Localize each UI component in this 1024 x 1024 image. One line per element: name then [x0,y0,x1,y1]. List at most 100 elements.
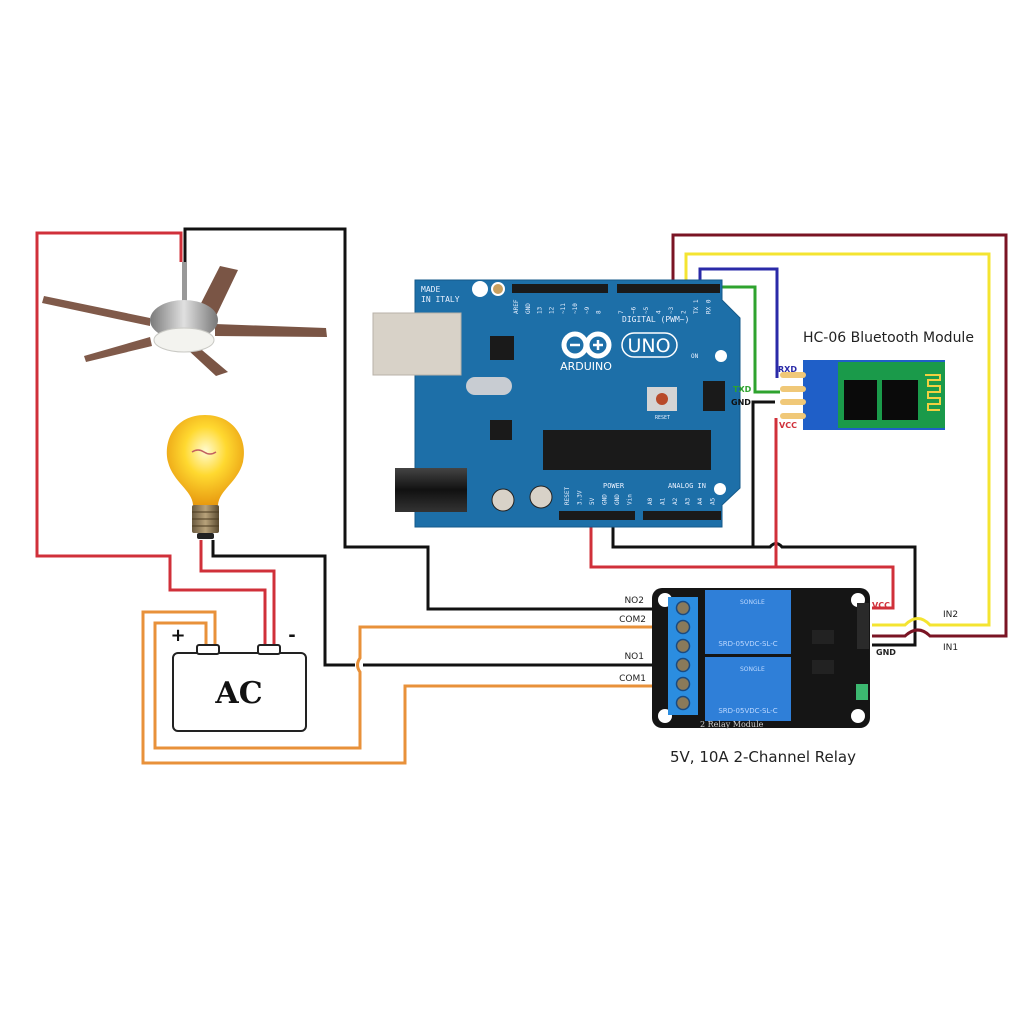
terminal-label-com1: COM1 [619,674,646,684]
on-led-label: ON [691,353,699,360]
fan-downrod [182,262,187,302]
pin-label: 5V [589,497,596,505]
power-jack [395,468,467,512]
bt-header-pins [780,372,806,419]
fan-blade [42,296,150,326]
reset-label: RESET [655,415,670,421]
pin-label: A4 [697,497,704,505]
pin-label: A5 [710,497,717,505]
wire-rxd-blue [698,267,779,378]
pin-label: 2 [681,310,688,314]
power-label: POWER [603,482,625,490]
uno-badge [621,332,678,358]
reset-button [656,393,668,405]
pin-label: ~9 [584,306,591,314]
ac-minus-label: - [288,625,295,646]
atmega-chip [543,430,711,470]
pin-label: A0 [647,497,654,505]
relay-1-brand: SONGLE [740,599,765,606]
mounting-hole [491,282,505,296]
wire-5v-red [589,515,895,610]
pin-label: 12 [548,306,555,314]
bulb-glass [166,415,245,505]
pin-label: 13 [537,306,544,314]
fan-blade [188,345,228,376]
mounting-hole [714,483,726,495]
relay-pin-gnd-label: GND [876,648,896,657]
relay-2 [705,657,791,721]
pin-label: GND [525,303,532,314]
wire-com1-orange [153,621,660,750]
mounting-hole [715,350,727,362]
digital-label: DIGITAL (PWM~) [622,315,689,324]
arduino-uno: UNO ARDUINO MADE IN ITALY DIGITAL (PWM~)… [372,279,741,528]
pin-label: 7 [618,310,625,314]
wire-bulb-red [199,540,276,645]
pin-label: GND [602,494,609,505]
terminal-screw [675,695,691,711]
ac-plus-label: + [170,625,185,646]
pin-label: ~5 [643,306,650,314]
wire-fan-red [35,231,267,645]
terminal-label-com2: COM2 [619,615,646,625]
terminal-label-no2: NO2 [624,596,644,606]
capacitor [529,485,553,509]
pin-label: 3.3V [577,490,584,505]
bt-pin-gnd-label: GND [731,398,751,407]
pin-label: AREF [513,299,520,314]
pin-label: A1 [660,497,667,505]
optocoupler [812,630,834,644]
wire-bulb-black [211,540,660,667]
made-in-label-line1: MADE [421,285,440,294]
pin-label: 8 [596,310,603,314]
crystal [466,377,512,395]
wire-fan-black [183,227,660,611]
mounting-hole [851,709,865,723]
uno-model-label: UNO [627,335,670,357]
bt-chip [844,380,877,420]
optocoupler [812,660,834,674]
terminal-screw [675,657,691,673]
mounting-hole [472,281,488,297]
wire-txd-green [712,285,780,394]
analog-label: ANALOG IN [668,482,706,490]
digital-header-right [617,284,720,293]
relay-pin-in1-label: IN1 [943,643,958,653]
icsp-header [703,381,725,411]
terminal-labels: NO2 COM2 NO1 COM1 [619,596,646,684]
relay-pin-in2-label: IN2 [943,610,958,620]
capacitor [491,488,515,512]
pin-label: A2 [672,497,679,505]
regulator-ic [490,420,512,440]
fan-blade [84,337,152,362]
pin-label: 4 [656,310,663,314]
pin-label: ~10 [572,303,579,314]
terminal-screw [675,676,691,692]
pin-label: ~6 [631,306,638,314]
ac-box [172,652,307,732]
pin-label: GND [614,494,621,505]
relay-caption: 5V, 10A 2-Channel Relay [670,748,856,766]
relay-2-brand: SONGLE [740,666,765,673]
relay-module: SRD-05VDC-SL-C SRD-05VDC-SL-C SONGLE SON… [619,588,958,766]
light-bulb [166,415,245,539]
ac-minus-terminal [257,644,281,655]
digital-header-left [512,284,608,293]
terminal-screw [675,619,691,635]
wires [35,227,1008,765]
pin-label: Vin [627,494,634,505]
relay-board-text: 2 Relay Module [700,720,764,729]
input-header [857,603,869,649]
ac-plus-terminal [196,644,220,655]
arduino-logo-text: ARDUINO [560,360,612,373]
terminal-screw [675,600,691,616]
hc06-bluetooth-module: HC-06 Bluetooth Module RXD TXD GND VCC [731,330,974,430]
relay-2-model: SRD-05VDC-SL-C [718,707,777,715]
bt-pin-txd-label: TXD [733,385,752,394]
ac-label: AC [214,676,262,711]
fan-light-kit [153,327,215,353]
